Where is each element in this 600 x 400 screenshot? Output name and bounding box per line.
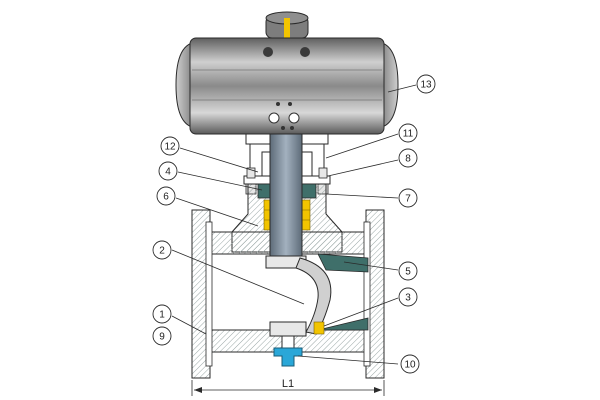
valve-stem	[269, 133, 303, 269]
callout-7: 7	[398, 188, 418, 208]
actuator-body	[189, 37, 385, 135]
bracket-bolt	[246, 167, 256, 179]
svg-text:11: 11	[403, 129, 414, 140]
svg-text:1: 1	[159, 310, 165, 321]
seat-ring-small	[313, 321, 325, 335]
callout-13: 13	[416, 74, 436, 94]
seat-upper	[317, 253, 369, 273]
indicator-stripe	[284, 18, 290, 38]
actuator	[175, 11, 399, 135]
svg-text:3: 3	[405, 293, 411, 304]
callout-6: 6	[156, 186, 176, 206]
svg-text:9: 9	[159, 332, 165, 343]
callout-11: 11	[398, 123, 418, 143]
svg-text:2: 2	[159, 246, 165, 257]
svg-text:6: 6	[163, 192, 169, 203]
actuator-port	[288, 112, 300, 124]
callout-9: 9	[152, 326, 172, 346]
actuator-port	[268, 112, 280, 124]
drain-plug	[273, 347, 303, 367]
actuator-bolt	[300, 47, 310, 57]
callout-10: 10	[400, 354, 420, 374]
svg-text:12: 12	[164, 142, 176, 153]
callout-5: 5	[398, 261, 418, 281]
svg-text:8: 8	[405, 154, 411, 165]
bracket-bolt	[318, 167, 328, 179]
svg-text:10: 10	[404, 360, 416, 371]
leader-lines	[171, 84, 417, 365]
callout-12: 12	[160, 136, 180, 156]
callout-4: 4	[158, 161, 178, 181]
callout-2: 2	[152, 240, 172, 260]
actuator-bolt	[263, 47, 273, 57]
dimension-label: L1	[282, 378, 294, 390]
dimension-l1: L1	[191, 378, 385, 396]
svg-text:5: 5	[405, 267, 411, 278]
svg-text:4: 4	[165, 167, 171, 178]
callout-8: 8	[398, 148, 418, 168]
svg-text:13: 13	[420, 80, 432, 91]
callout-1: 1	[152, 304, 172, 324]
callout-3: 3	[398, 287, 418, 307]
svg-text:7: 7	[405, 194, 411, 205]
seat-lower	[317, 317, 369, 331]
